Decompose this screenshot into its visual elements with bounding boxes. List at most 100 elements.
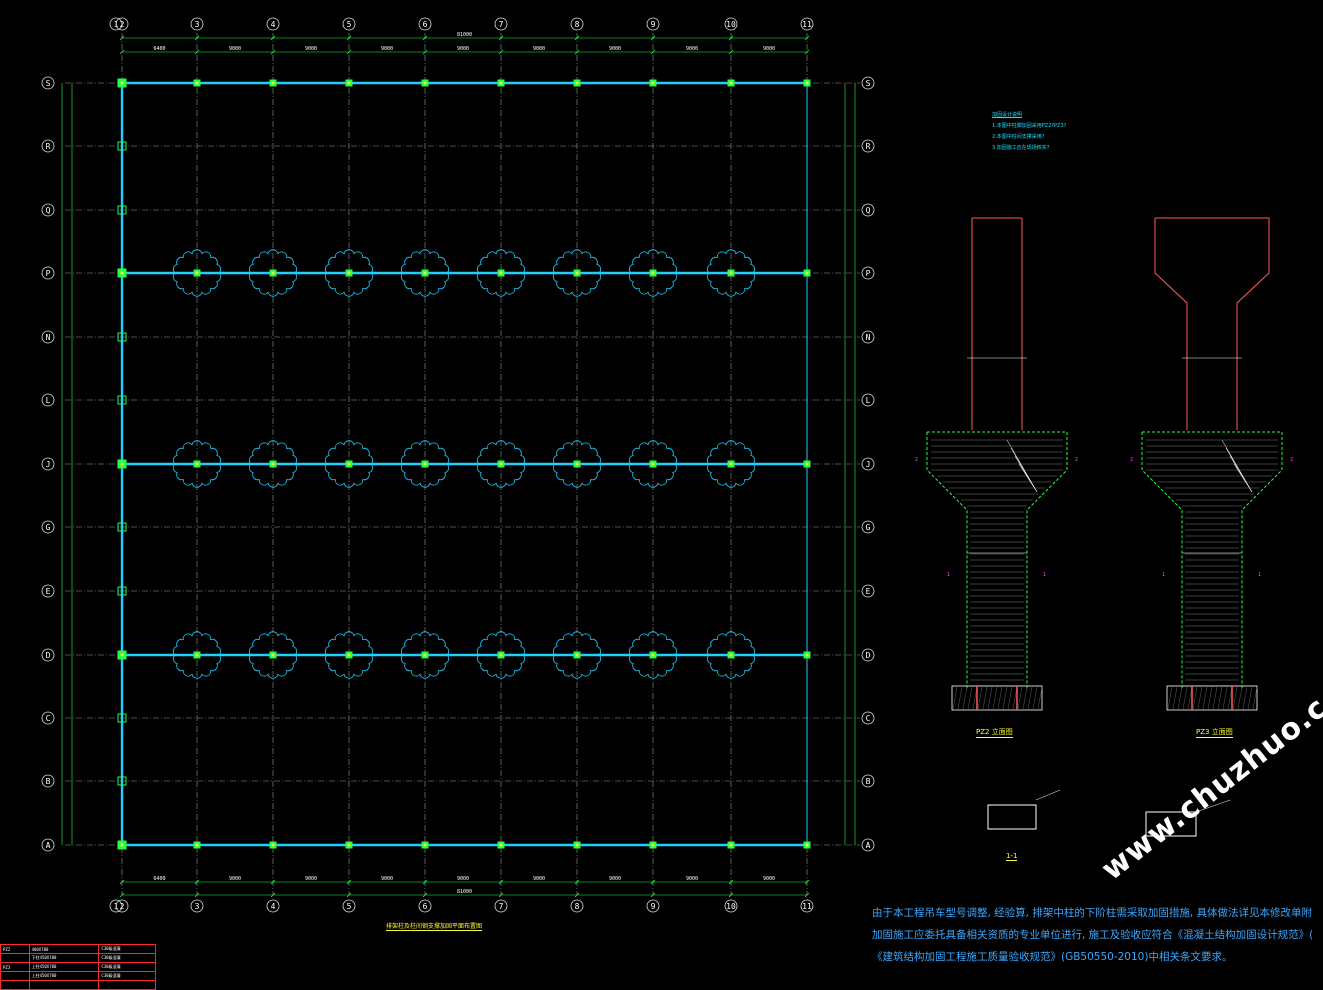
legend-cell: C30级混凝	[98, 971, 156, 981]
wall-column	[117, 459, 127, 469]
dimension-tick	[804, 49, 810, 55]
section-marker: 1	[1162, 572, 1165, 578]
col-axis-bubble-label: 11	[802, 20, 812, 29]
column-center	[651, 653, 655, 657]
row-axis-bubble	[41, 711, 55, 725]
pz3-elevation-title: PZ3 立面图	[1196, 728, 1233, 738]
row-axis-bubble	[861, 330, 875, 344]
revision-clouds	[172, 249, 756, 679]
dimension-tick	[119, 892, 125, 898]
col-axis-bubble	[190, 899, 204, 913]
row-axis-bubble	[41, 520, 55, 534]
dimension-tick	[728, 879, 734, 885]
dimension-tick	[498, 892, 504, 898]
col-axis-bubble-label: 7	[499, 20, 504, 29]
wall-column	[117, 840, 127, 850]
hatch-line	[1217, 686, 1223, 710]
revision-cloud	[324, 440, 374, 488]
dimension-text: 9000	[533, 876, 545, 882]
revision-cloud	[628, 631, 678, 679]
col-axis-bubble	[109, 17, 123, 31]
dimension-tick	[650, 49, 656, 55]
row-axis-bubble	[861, 520, 875, 534]
hatch-line	[1002, 686, 1008, 710]
column-center	[347, 462, 351, 466]
hatch-line	[967, 686, 973, 710]
column-center	[575, 81, 579, 85]
row-axis-bubble-label: B	[866, 777, 871, 786]
legend-cell	[28, 980, 100, 990]
row-axis-bubble-label: C	[46, 714, 51, 723]
wall-column	[117, 713, 127, 723]
column-center	[347, 843, 351, 847]
revision-cloud	[706, 631, 756, 679]
legend-cell: 400X700	[28, 944, 100, 954]
overall-dimension: 81000	[457, 889, 472, 895]
column-center	[805, 271, 809, 275]
wall-column	[117, 522, 127, 532]
hatch-line	[1177, 686, 1183, 710]
row-axis-bubble-label: J	[46, 460, 51, 469]
dimension-text: 9000	[381, 46, 393, 52]
dimension-tick	[346, 35, 352, 41]
hatch-line	[1022, 686, 1028, 710]
wall-column	[117, 141, 127, 151]
col-axis-bubble	[266, 17, 280, 31]
row-axis-bubble	[41, 584, 55, 598]
revision-cloud	[476, 249, 526, 297]
row-axis-bubble	[41, 266, 55, 280]
col-axis-bubble	[570, 17, 584, 31]
row-axis-bubble-label: C	[866, 714, 871, 723]
column-center	[271, 271, 275, 275]
hatch-line	[1202, 686, 1208, 710]
section-marker: 1	[1043, 572, 1046, 578]
dimension-text: 9000	[457, 46, 469, 52]
plan-title: 排架柱及柱间钢支撑加固平面布置图	[386, 923, 483, 931]
section-marker: 2	[1290, 457, 1293, 463]
col-axis-bubble-label: 5	[347, 902, 352, 911]
column-center	[271, 462, 275, 466]
row-axis-bubble	[861, 139, 875, 153]
hatch-line	[1247, 686, 1253, 710]
col-axis-bubble	[494, 899, 508, 913]
column-center	[423, 81, 427, 85]
column-center	[271, 843, 275, 847]
hatch-line	[962, 686, 968, 710]
section-marker: 1	[1258, 572, 1261, 578]
col-axis-bubble-label: 8	[575, 902, 580, 911]
legend-cell: 下柱450X700	[28, 953, 100, 963]
footnote-line: 《建筑结构加固工程施工质量验收规范》(GB50550-2010)中相关条文要求。	[872, 951, 1233, 963]
column-center	[347, 81, 351, 85]
hatch-line	[1232, 686, 1238, 710]
col-axis-bubble-label: 10	[726, 20, 736, 29]
column-center	[575, 653, 579, 657]
revision-cloud	[552, 631, 602, 679]
hatch-line	[977, 686, 983, 710]
col-axis-bubble	[418, 899, 432, 913]
legend-row	[0, 980, 156, 990]
row-axis-bubble-label: P	[866, 269, 871, 278]
legend-cell: C30级混凝	[98, 944, 156, 954]
plan-columns	[117, 78, 811, 850]
foundation	[951, 685, 1043, 711]
dimension-tick	[422, 49, 428, 55]
dimension-text: 9000	[609, 46, 621, 52]
section-title: 1-1	[1006, 852, 1018, 861]
revision-cloud	[628, 249, 678, 297]
column-center	[651, 843, 655, 847]
col-axis-bubble-label: 5	[347, 20, 352, 29]
dimension-tick	[728, 35, 734, 41]
footnote-line: 加固施工应委托具备相关资质的专业单位进行, 施工及验收应符合《混凝土结构加固设计…	[872, 929, 1312, 941]
revision-cloud	[628, 440, 678, 488]
dimension-tick	[574, 49, 580, 55]
column-center	[195, 653, 199, 657]
row-axis-bubble-label: P	[46, 269, 51, 278]
revision-cloud	[248, 440, 298, 488]
jacket-outline	[1141, 431, 1283, 690]
legend-cell	[0, 980, 30, 990]
